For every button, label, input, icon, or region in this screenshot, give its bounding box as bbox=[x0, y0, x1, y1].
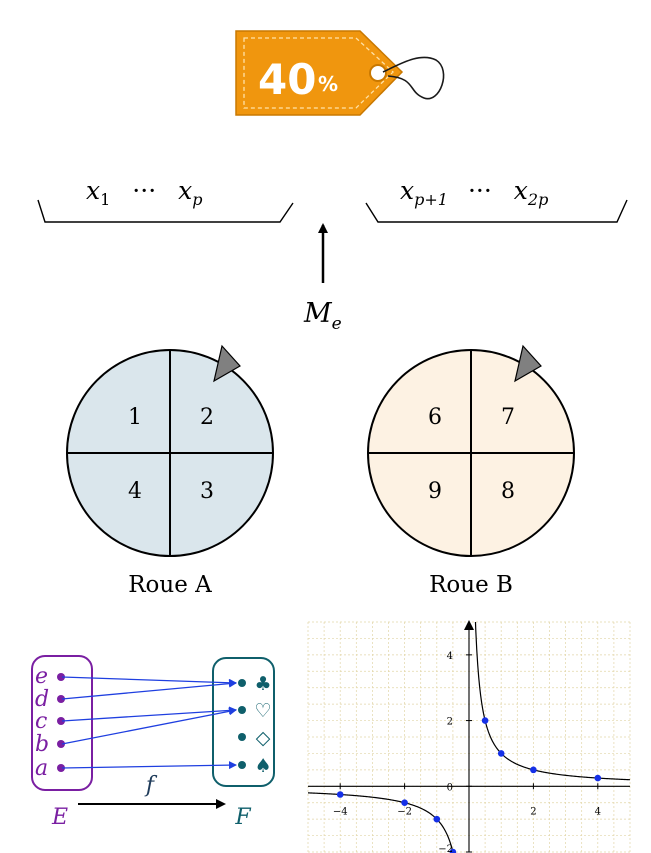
data-point bbox=[497, 750, 505, 757]
median-diagram: x1···xp xp+1···x2p Me bbox=[37, 176, 628, 334]
left-values: x1···xp bbox=[86, 176, 203, 209]
wheel-a-label: Roue A bbox=[128, 572, 212, 598]
mapping-diagram: e d c b a ♣ ♡ ◇ ♠ f E F bbox=[31, 655, 275, 830]
wheel-b: 6 7 9 8 Roue B bbox=[367, 344, 575, 598]
wheel-a-sector-1: 1 bbox=[128, 405, 142, 430]
tag-hole bbox=[369, 64, 387, 82]
y-tick-label: −2 bbox=[438, 844, 453, 853]
wheel-b-sector-8: 8 bbox=[501, 479, 515, 504]
x-tick-label: 4 bbox=[595, 806, 601, 817]
right-bracket bbox=[365, 199, 628, 223]
left-bracket bbox=[37, 199, 294, 223]
y-tick-label: 0 bbox=[447, 782, 453, 793]
wheel-b-pointer bbox=[514, 344, 542, 383]
f-item-club: ♣ bbox=[254, 673, 271, 695]
data-point bbox=[449, 848, 457, 853]
wheel-b-label: Roue B bbox=[429, 572, 513, 598]
tag-string bbox=[382, 56, 445, 100]
right-values: xp+1···x2p bbox=[400, 176, 548, 209]
f-item-spade: ♠ bbox=[254, 755, 271, 777]
set-e-box bbox=[31, 655, 93, 791]
wheel-a-sector-4: 4 bbox=[128, 479, 142, 504]
set-f-box bbox=[212, 657, 275, 787]
median-label: Me bbox=[303, 298, 342, 334]
data-point bbox=[433, 815, 441, 823]
wheel-a-pointer bbox=[213, 344, 241, 383]
x-tick-label: 2 bbox=[530, 806, 536, 817]
e-item-b: b bbox=[35, 732, 49, 757]
y-tick-label: 4 bbox=[447, 651, 453, 662]
data-point bbox=[530, 766, 537, 774]
e-item-c: c bbox=[35, 709, 47, 734]
data-point bbox=[594, 774, 602, 782]
data-point bbox=[481, 717, 489, 724]
wheel-b-sector-6: 6 bbox=[428, 405, 442, 430]
wheel-a-sector-2: 2 bbox=[200, 405, 214, 430]
e-item-d: d bbox=[35, 687, 49, 712]
function-plot: −4 −2 2 4 −2 0 2 4 bbox=[307, 620, 631, 853]
f-item-heart: ♡ bbox=[254, 700, 271, 722]
plot-points bbox=[336, 717, 602, 853]
wheel-b-sector-9: 9 bbox=[428, 479, 442, 504]
curve-branch-negative bbox=[308, 792, 454, 852]
function-label: f bbox=[144, 773, 158, 798]
f-item-diamond: ◇ bbox=[256, 727, 271, 749]
discount-tag: 40 % bbox=[235, 30, 445, 116]
e-item-e: e bbox=[35, 664, 48, 689]
tag-unit: % bbox=[318, 72, 338, 96]
mapping-arrows bbox=[61, 676, 237, 770]
x-tick-label: −4 bbox=[333, 806, 348, 817]
data-point bbox=[336, 791, 344, 798]
set-e-label: E bbox=[51, 805, 68, 830]
wheel-a-sector-3: 3 bbox=[200, 479, 214, 504]
e-item-a: a bbox=[35, 756, 48, 781]
set-f-label: F bbox=[234, 805, 251, 830]
plot-ticks: −4 −2 2 4 −2 0 2 4 bbox=[333, 651, 601, 853]
y-tick-label: 2 bbox=[447, 717, 453, 728]
wheel-b-sector-7: 7 bbox=[501, 405, 515, 430]
data-point bbox=[401, 799, 408, 807]
tag-value: 40 bbox=[258, 55, 316, 104]
wheel-a: 1 2 4 3 Roue A bbox=[66, 344, 274, 598]
x-tick-label: −2 bbox=[397, 806, 412, 817]
